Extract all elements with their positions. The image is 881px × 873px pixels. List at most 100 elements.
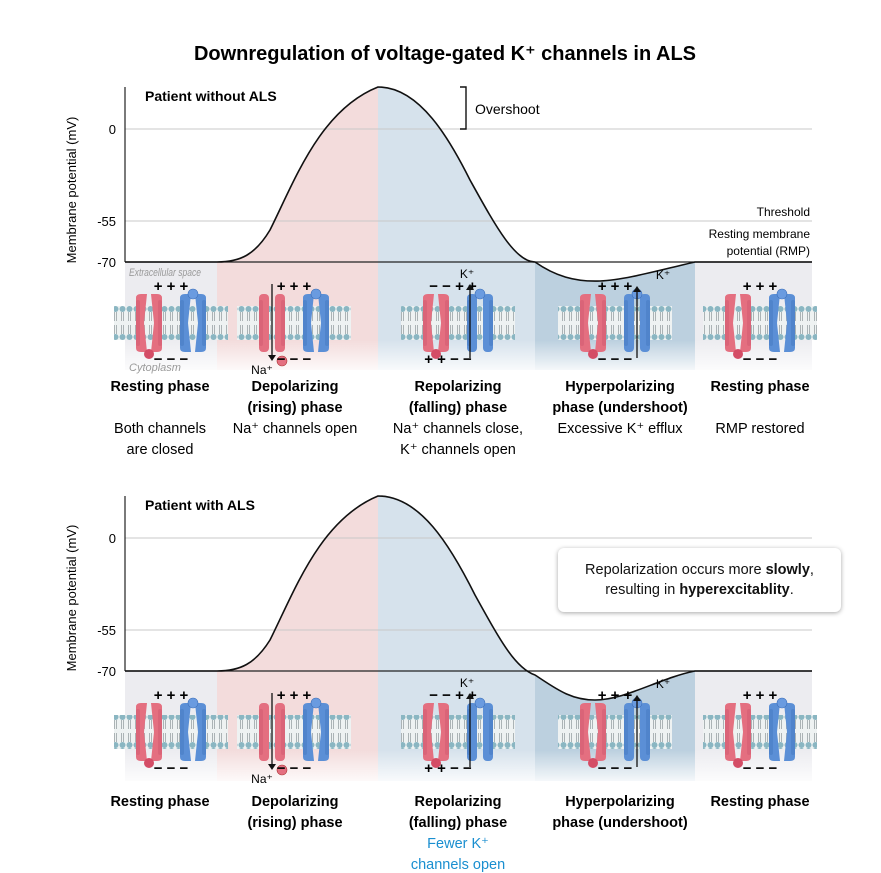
- k-channel: [624, 294, 650, 352]
- na-channel: [725, 294, 751, 352]
- intracellular-charges: − − −: [277, 760, 312, 777]
- k-ion-label: K⁺: [656, 677, 670, 691]
- phase-description: Both channels: [114, 421, 206, 437]
- page-title: Downregulation of voltage-gated K⁺ chann…: [194, 43, 696, 65]
- threshold-label: Threshold: [757, 205, 810, 219]
- membrane-unit: [558, 697, 672, 768]
- membrane-unit: [114, 288, 228, 359]
- na-channel: [725, 703, 751, 761]
- na-gate: [588, 349, 598, 359]
- na-gate: [431, 758, 441, 768]
- intracellular-charges: + + − −: [424, 351, 472, 368]
- phase-name: Repolarizing: [414, 379, 501, 395]
- phase-name: Depolarizing: [251, 379, 338, 395]
- extracellular-charges: − − + +: [429, 687, 477, 704]
- k-gate: [776, 288, 788, 300]
- phase-name: Resting phase: [710, 379, 809, 395]
- phase-band-repolarizing: [378, 87, 535, 370]
- phase-name: Repolarizing: [414, 794, 501, 810]
- k-channel: [303, 294, 329, 352]
- k-channel: [303, 703, 329, 761]
- na-gate: [144, 758, 154, 768]
- na-channel: [580, 703, 606, 761]
- k-ion-label: K⁺: [460, 676, 474, 690]
- extracellular-charges: + + +: [154, 687, 189, 704]
- phase-name: (rising) phase: [247, 400, 342, 416]
- k-gate: [474, 697, 486, 709]
- phase-band-depolarizing: [217, 87, 378, 370]
- phase-name: Hyperpolarizing: [565, 794, 675, 810]
- ytick-70: -70: [97, 255, 116, 270]
- extracellular-label: Extracellular space: [129, 267, 201, 279]
- phase-name: phase (undershoot): [552, 815, 688, 831]
- extracellular-charges: + + +: [154, 278, 189, 295]
- na-gate: [733, 349, 743, 359]
- extracellular-charges: + + +: [743, 687, 778, 704]
- y-axis-label: Membrane potential (mV): [64, 117, 79, 264]
- phase-description: Fewer K⁺: [427, 836, 489, 852]
- k-ion-label: K⁺: [460, 267, 474, 281]
- panel-without-als: Overshoot 0 -55 -70 Membrane potential (…: [64, 86, 817, 458]
- membrane-unit: [703, 288, 817, 359]
- extracellular-charges: + + +: [598, 687, 633, 704]
- phase-description: channels open: [411, 857, 505, 873]
- k-channel: [180, 703, 206, 761]
- membrane-unit: [401, 697, 515, 768]
- na-channel: [423, 294, 449, 352]
- na-channel: [423, 703, 449, 761]
- membrane-unit: [237, 697, 351, 776]
- callout-text: resulting in: [605, 582, 680, 598]
- intracellular-charges: − − −: [743, 760, 778, 777]
- k-gate: [310, 697, 322, 709]
- phase-description: Na⁺ channels open: [233, 421, 358, 437]
- extracellular-charges: + + +: [743, 278, 778, 295]
- k-ion-label: K⁺: [656, 268, 670, 282]
- callout-text: Repolarization occurs more: [585, 562, 766, 578]
- extracellular-charges: + + +: [277, 687, 312, 704]
- cytoplasm-label: Cytoplasm: [129, 362, 181, 374]
- k-channel: [769, 294, 795, 352]
- ytick-0: 0: [109, 531, 116, 546]
- extracellular-charges: + + +: [277, 278, 312, 295]
- k-channel: [624, 703, 650, 761]
- action-potential-curve: [125, 495, 812, 701]
- k-gate: [187, 697, 199, 709]
- phase-name: phase (undershoot): [552, 400, 688, 416]
- na-channel: [259, 703, 285, 761]
- intracellular-charges: + + − −: [424, 760, 472, 777]
- phase-name: (falling) phase: [409, 400, 507, 416]
- membrane-unit: [558, 288, 672, 359]
- membrane-unit: [237, 288, 351, 367]
- k-channel: [769, 703, 795, 761]
- ytick-55: -55: [97, 623, 116, 638]
- na-channel: [136, 294, 162, 352]
- k-gate: [776, 697, 788, 709]
- extracellular-charges: + + +: [598, 278, 633, 295]
- na-gate: [588, 758, 598, 768]
- phase-name: Depolarizing: [251, 794, 338, 810]
- extracellular-charges: − − + +: [429, 278, 477, 295]
- phase-description: K⁺ channels open: [400, 442, 516, 458]
- k-channel: [180, 294, 206, 352]
- na-ion-label: Na⁺: [251, 772, 273, 786]
- phase-name: (falling) phase: [409, 815, 507, 831]
- k-gate: [310, 288, 322, 300]
- phase-description: are closed: [127, 442, 194, 458]
- intracellular-charges: − − −: [598, 351, 633, 368]
- rmp-label-line2: potential (RMP): [727, 244, 810, 258]
- callout-bold: slowly: [765, 562, 810, 578]
- phase-name: (rising) phase: [247, 815, 342, 831]
- overshoot-label: Overshoot: [475, 101, 540, 117]
- membrane-unit: [703, 697, 817, 768]
- na-gate: [431, 349, 441, 359]
- phase-description: Excessive K⁺ efflux: [557, 421, 683, 437]
- na-channel: [580, 294, 606, 352]
- panel-heading: Patient with ALS: [145, 497, 255, 513]
- callout-bold: hyperexcitablity: [679, 582, 790, 598]
- k-gate: [187, 288, 199, 300]
- membrane-unit: [114, 697, 228, 768]
- phase-name: Resting phase: [710, 794, 809, 810]
- phase-name: Resting phase: [110, 794, 209, 810]
- rmp-label-line1: Resting membrane: [709, 227, 811, 241]
- intracellular-charges: − − −: [154, 760, 189, 777]
